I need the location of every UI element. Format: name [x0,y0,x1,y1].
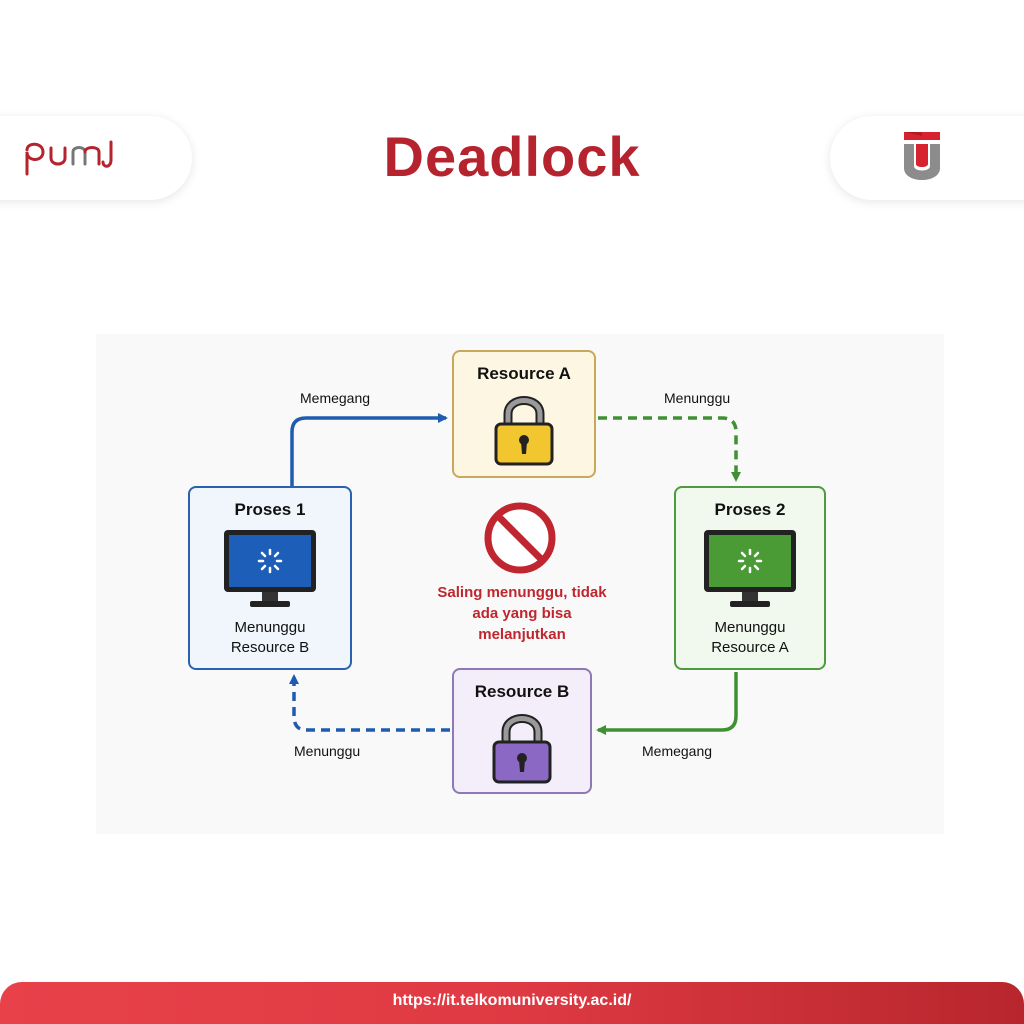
monitor-icon [704,530,796,607]
edge-label-p2-holds-b: Memegang [642,743,713,759]
resource-a-box: Resource A [452,350,596,478]
process-1-status: Menunggu Resource B [230,619,310,656]
arrow-p2-holds-b [596,672,738,735]
resource-b-title: Resource B [474,682,570,701]
lock-icon [492,714,552,784]
process-1-box: Proses 1 Menunggu Resource B [188,486,352,670]
edge-label-p1-holds-a: Memegang [300,390,371,406]
edge-label-p2-waits-a: Menunggu [664,390,731,406]
page-title: Deadlock [383,125,641,188]
arrow-p1-holds-a [290,413,448,486]
arrow-b-wait-p1 [289,674,450,732]
telkom-university-logo [904,132,940,180]
puni-logo [25,140,113,176]
resource-b-box: Resource B [452,668,592,794]
telkom-university-logo-container [830,116,1024,200]
footer-bar: https://it.telkomuniversity.ac.id/ [0,982,1024,1024]
deadlock-message: Saling menunggu, tidak ada yang bisa mel… [437,584,607,643]
puni-logo-container [0,116,192,200]
footer-url: https://it.telkomuniversity.ac.id/ [392,992,632,1009]
lock-icon [494,396,554,466]
resource-a-title: Resource A [477,364,571,383]
process-1-title: Proses 1 [234,500,306,519]
arrow-a-wait-p2 [598,416,741,482]
process-2-box: Proses 2 Menunggu Resource A [674,486,826,670]
monitor-icon [224,530,316,607]
process-2-status: Menunggu Resource A [711,619,789,656]
prohibited-icon [484,502,556,574]
edge-label-p1-waits-b: Menunggu [294,743,361,759]
process-2-title: Proses 2 [714,500,786,519]
